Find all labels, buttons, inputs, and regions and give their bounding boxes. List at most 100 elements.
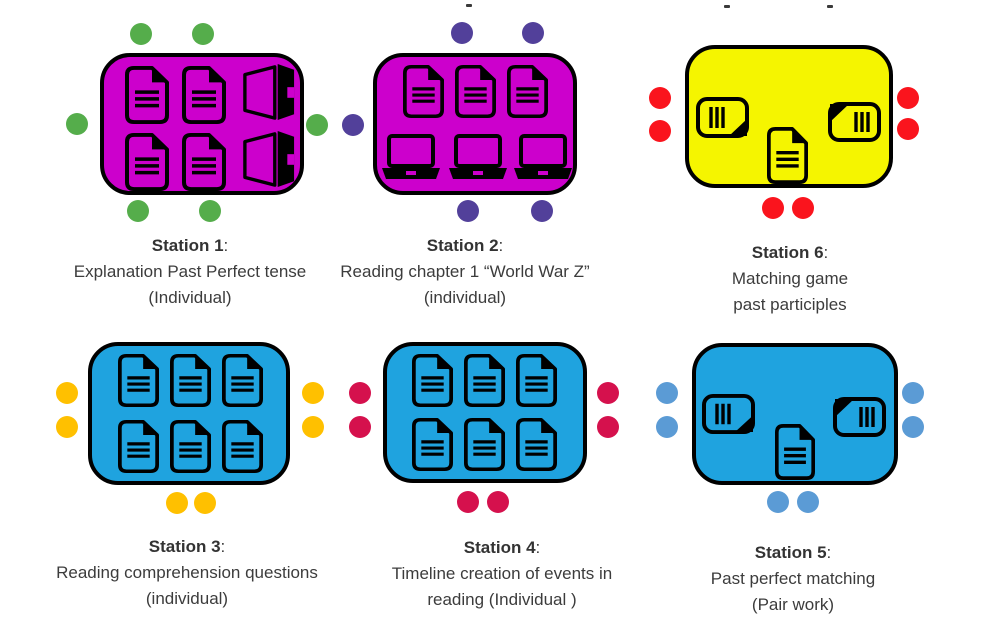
document-icon	[455, 65, 496, 118]
station-5-caption-line-2: (Pair work)	[751, 595, 835, 614]
document-icon	[182, 66, 226, 124]
station-6-seat-dot	[897, 87, 919, 109]
station-1-caption-line-2: (Individual)	[148, 288, 232, 307]
station-4-caption-title: Station 4:	[322, 535, 682, 561]
station-3-seat-dot	[56, 382, 78, 404]
document-icon	[118, 420, 159, 473]
document-icon	[125, 133, 169, 191]
station-1-seat-dot	[66, 113, 88, 135]
station-6-seat-dot	[897, 118, 919, 140]
station-5-title-text: Station 5	[754, 543, 827, 562]
station-6-title-colon: :	[823, 243, 829, 262]
station-6-seat-dot	[649, 87, 671, 109]
station-3-caption-title: Station 3:	[7, 534, 367, 560]
station-2-seat-dot	[457, 200, 479, 222]
station-2-title-colon: :	[498, 236, 504, 255]
station-6-caption-line-1: Matching game	[731, 269, 849, 288]
station-1-seat-dot	[199, 200, 221, 222]
station-1-title-text: Station 1	[151, 236, 224, 255]
station-6-table	[685, 45, 893, 188]
station-5-caption-line-1: Past perfect matching	[710, 569, 876, 588]
document-icon	[118, 354, 159, 407]
station-3-seat-dot	[302, 416, 324, 438]
station-6-caption: Station 6: Matching game past participles	[610, 240, 970, 318]
laptop-side-icon	[242, 63, 296, 121]
station-1-seat-dot	[130, 23, 152, 45]
document-icon	[182, 133, 226, 191]
station-5-title-colon: :	[826, 543, 832, 562]
card-vertical-left-icon	[702, 394, 755, 434]
station-3-seat-dot	[194, 492, 216, 514]
document-icon	[222, 420, 263, 473]
station-1-caption-line-1: Explanation Past Perfect tense	[73, 262, 307, 281]
station-2-caption-line-2: (individual)	[423, 288, 507, 307]
document-icon	[516, 354, 557, 407]
station-5-seat-dot	[902, 382, 924, 404]
station-2-seat-dot	[342, 114, 364, 136]
station-4-seat-dot	[597, 382, 619, 404]
station-6-title-text: Station 6	[751, 243, 824, 262]
station-5-caption: Station 5: Past perfect matching (Pair wor…	[613, 540, 973, 618]
laptop-side-icon	[242, 130, 296, 188]
station-6-caption-line-2: past participles	[733, 295, 847, 314]
stray-mark	[466, 4, 472, 7]
station-3-seat-dot	[166, 492, 188, 514]
station-6-seat-dot	[762, 197, 784, 219]
document-icon	[412, 418, 453, 471]
station-1-seat-dot	[127, 200, 149, 222]
station-4-seat-dot	[349, 382, 371, 404]
station-4-caption: Station 4: Timeline creation of events in…	[322, 535, 682, 613]
station-2-title-text: Station 2	[426, 236, 499, 255]
document-icon	[170, 354, 211, 407]
station-3-seat-dot	[56, 416, 78, 438]
station-5-seat-dot	[902, 416, 924, 438]
station-5-seat-dot	[656, 382, 678, 404]
station-4-title-colon: :	[535, 538, 541, 557]
card-vertical-right-icon	[833, 397, 886, 437]
station-3-caption-line-2: (individual)	[145, 589, 229, 608]
document-icon	[412, 354, 453, 407]
document-icon	[507, 65, 548, 118]
station-3-caption-line-1: Reading comprehension questions	[56, 563, 318, 582]
station-2-seat-dot	[522, 22, 544, 44]
station-1-seat-dot	[306, 114, 328, 136]
station-4-seat-dot	[349, 416, 371, 438]
station-4-caption-line-2: reading (Individual )	[427, 590, 577, 609]
station-3-seat-dot	[302, 382, 324, 404]
station-5-seat-dot	[797, 491, 819, 513]
station-5-seat-dot	[767, 491, 789, 513]
document-icon	[125, 66, 169, 124]
station-1-seat-dot	[192, 23, 214, 45]
station-6-seat-dot	[649, 120, 671, 142]
document-icon	[403, 65, 444, 118]
card-vertical-left-icon	[696, 97, 749, 138]
station-1-title-colon: :	[223, 236, 229, 255]
station-5-seat-dot	[656, 416, 678, 438]
document-icon	[516, 418, 557, 471]
document-icon	[170, 420, 211, 473]
station-5-caption-title: Station 5:	[613, 540, 973, 566]
station-6-caption-title: Station 6:	[610, 240, 970, 266]
station-1-caption-title: Station 1:	[10, 233, 370, 259]
laptop-front-icon	[381, 134, 441, 181]
station-4-caption-line-1: Timeline creation of events in	[391, 564, 613, 583]
station-3-title-colon: :	[220, 537, 226, 556]
station-2-caption-title: Station 2:	[285, 233, 645, 259]
station-4-seat-dot	[597, 416, 619, 438]
stray-mark	[724, 5, 730, 8]
station-4-title-text: Station 4	[463, 538, 536, 557]
laptop-front-icon	[513, 134, 573, 181]
document-icon	[775, 424, 815, 480]
document-icon	[464, 418, 505, 471]
document-icon	[222, 354, 263, 407]
station-2-seat-dot	[451, 22, 473, 44]
document-icon	[767, 127, 808, 184]
document-icon	[464, 354, 505, 407]
station-1-caption: Station 1: Explanation Past Perfect tense…	[10, 233, 370, 311]
card-vertical-right-icon	[828, 102, 881, 142]
station-3-caption: Station 3: Reading comprehension question…	[7, 534, 367, 612]
station-3-title-text: Station 3	[148, 537, 221, 556]
station-4-seat-dot	[487, 491, 509, 513]
station-6-seat-dot	[792, 197, 814, 219]
